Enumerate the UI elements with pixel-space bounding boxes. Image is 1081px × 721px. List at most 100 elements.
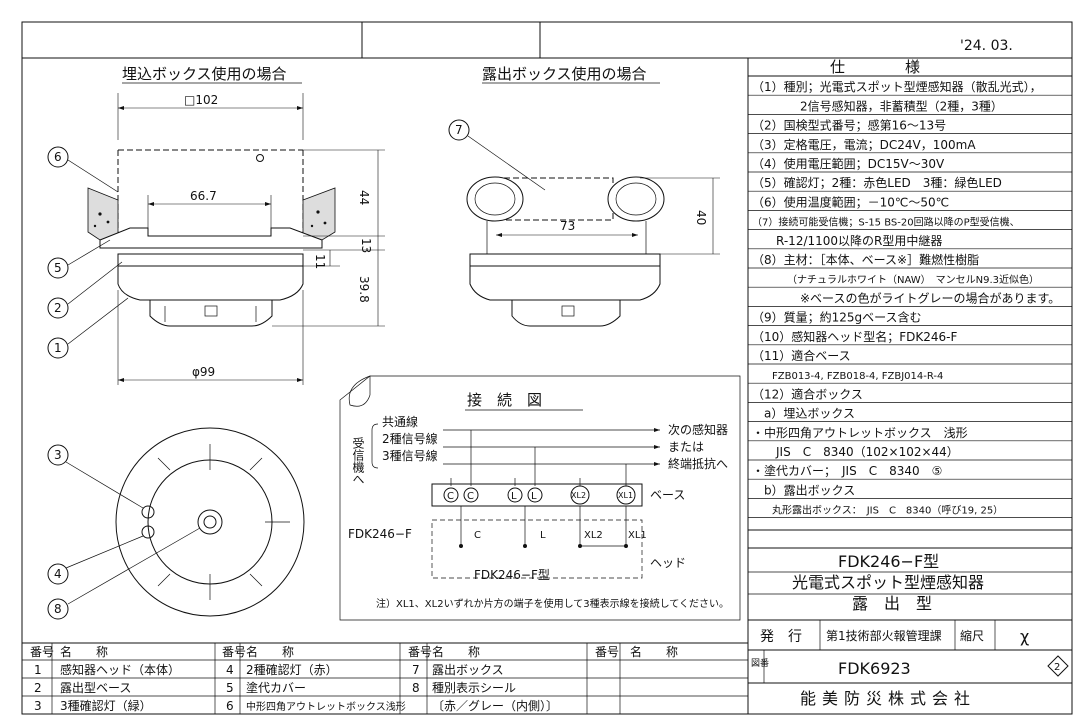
spec-line: ・塗代カバー； JIS C 8340 ⑤ — [752, 463, 942, 478]
drawing-no-label: 図番 — [751, 657, 769, 669]
spec-line: （11）適合ベース — [752, 348, 851, 363]
spec-line: （7）接続可能受信機；S-15 BS-20回路以降のP型受信機、 — [752, 216, 1020, 229]
spec-line: （4）使用電圧範囲；DC15V～30V — [752, 156, 945, 171]
callout-7: 7 — [448, 119, 546, 191]
spec-line: （ナチュラルホワイト（NAW） マンセルN9.3近似色） — [752, 273, 1039, 286]
parts-cell: 感知器ヘッド（本体） — [60, 662, 180, 677]
parts-cell: 2 — [34, 681, 42, 695]
terminal-row: C C L L XL2 XL1 — [443, 485, 636, 505]
dim-11: 11 — [313, 254, 327, 269]
wiring-receiver: 受信機へ — [351, 437, 365, 485]
date-label: '24. 03. — [960, 38, 1013, 54]
callout-2: 2 — [47, 261, 123, 319]
spec-line: FZB013-4, FZB018-4, FZBJ014-R-4 — [752, 371, 943, 382]
wiring-sig3: 3種信号線 — [382, 448, 438, 463]
svg-text:7: 7 — [455, 123, 463, 137]
dim-40: 40 — [694, 210, 708, 225]
head-terminal-c: C — [474, 530, 481, 541]
parts-cell: 露出型ベース — [60, 681, 131, 695]
parts-cell: 塗代カバー — [246, 680, 306, 695]
spec-line: （6）使用温度範囲；－10℃～50℃ — [752, 194, 949, 209]
head-terminal-l: L — [540, 530, 546, 541]
svg-text:4: 4 — [54, 567, 62, 581]
dim-66-7: 66.7 — [190, 189, 217, 203]
scale-label: 縮尺 — [960, 628, 984, 643]
product-model-type: FDK246−F型 — [838, 552, 939, 571]
parts-header: 名 称 — [630, 644, 678, 659]
dim-73: 73 — [560, 219, 575, 233]
parts-cell: 中形四角アウトレットボックス浅形 — [246, 700, 406, 713]
head-terminal-xl1: XL1 — [628, 530, 647, 541]
dim-39-8: 39.8 — [357, 276, 371, 303]
parts-cell: 露出ボックス — [432, 663, 504, 677]
issue-dept: 第1技術部火報管理課 — [826, 628, 942, 643]
svg-text:3: 3 — [54, 448, 62, 462]
wiring-next2: または — [668, 440, 704, 454]
issue-label: 発 行 — [760, 629, 802, 645]
spec-line: R-12/1100以降のR型用中継器 — [752, 233, 942, 248]
company-name: 能美防災株式会社 — [800, 689, 976, 708]
wiring-common: 共通線 — [382, 414, 418, 429]
callout-3: 3 — [47, 444, 144, 509]
callout-1: 1 — [47, 297, 129, 359]
parts-cell: 3 — [34, 699, 42, 713]
parts-cell: 1 — [34, 663, 42, 677]
parts-cell: 〔赤／グレー（内側）〕 — [432, 699, 558, 713]
spec-line: （3）定格電圧，電流；DC24V，100mA — [752, 137, 976, 152]
dim-44: 44 — [357, 190, 371, 205]
spec-line: a）埋込ボックス — [752, 407, 855, 421]
callout-5: 5 — [47, 239, 111, 279]
parts-cell: 8 — [412, 681, 420, 695]
parts-cell: 3種確認灯（緑） — [60, 698, 152, 713]
wiring-next1: 次の感知器 — [668, 422, 728, 437]
svg-text:XL1: XL1 — [618, 491, 633, 500]
drawing-no: FDK6923 — [838, 659, 911, 678]
svg-text:L: L — [531, 491, 537, 502]
spec-line: b）露出ボックス — [752, 483, 855, 497]
dim-13: 13 — [359, 238, 373, 253]
parts-cell: 6 — [226, 699, 234, 713]
exposed-title: 露出ボックス使用の場合 — [482, 65, 647, 83]
parts-cell: 4 — [226, 663, 234, 677]
callout-6: 6 — [47, 146, 119, 193]
callout-4: 4 — [47, 535, 144, 585]
parts-header: 番号 — [408, 645, 432, 659]
parts-header: 番号 — [595, 645, 619, 659]
svg-text:XL2: XL2 — [571, 491, 586, 500]
svg-text:L: L — [511, 491, 517, 502]
svg-text:6: 6 — [54, 150, 62, 164]
spec-line: （8）主材：［本体、ベース※］難燃性樹脂 — [752, 252, 979, 267]
sheet-border — [21, 21, 1073, 715]
wiring-base-label: ベース — [650, 488, 685, 502]
dim-102: □102 — [184, 93, 218, 107]
embedded-title: 埋込ボックス使用の場合 — [122, 65, 287, 83]
parts-header: 番号 — [222, 645, 246, 659]
revision-diamond — [1047, 655, 1069, 677]
parts-header: 番号 — [30, 645, 54, 659]
svg-text:1: 1 — [54, 341, 62, 355]
svg-text:8: 8 — [54, 602, 62, 616]
spec-line: （2）国検型式番号；感第16～13号 — [752, 118, 946, 133]
dim-phi99: φ99 — [192, 365, 215, 379]
spec-line: 2信号感知器，非蓄積型（2種，3種） — [752, 98, 1003, 113]
spec-line: （1）種別；光電式スポット型煙感知器（散乱光式）， — [752, 79, 1042, 94]
parts-cell: 5 — [226, 681, 234, 695]
spec-line: ※ベースの色がライトグレーの場合があります。 — [752, 290, 1060, 305]
svg-text:C: C — [467, 491, 474, 502]
parts-table — [22, 642, 748, 714]
spec-line: JIS C 8340（102×102×44） — [752, 445, 959, 459]
parts-cell: 種別表示シール — [432, 681, 516, 695]
svg-text:2: 2 — [54, 301, 62, 315]
spec-title: 仕 様 — [830, 58, 920, 76]
spec-line: （5）確認灯；2種：赤色LED 3種：緑色LED — [752, 175, 1002, 190]
svg-text:5: 5 — [54, 261, 62, 275]
wiring-model: FDK246−F — [348, 527, 412, 541]
wiring-title: 接 続 図 — [467, 391, 542, 409]
wiring-sig2: 2種信号線 — [382, 431, 438, 446]
wiring-next3: 終端抵抗へ — [668, 456, 728, 471]
spec-line: （9）質量；約125gベース含む — [752, 310, 922, 325]
wiring-model-type: FDK246−F型 — [474, 568, 550, 582]
callout-8: 8 — [47, 527, 201, 620]
spec-line: （10）感知器ヘッド型名；FDK246-F — [752, 329, 958, 344]
